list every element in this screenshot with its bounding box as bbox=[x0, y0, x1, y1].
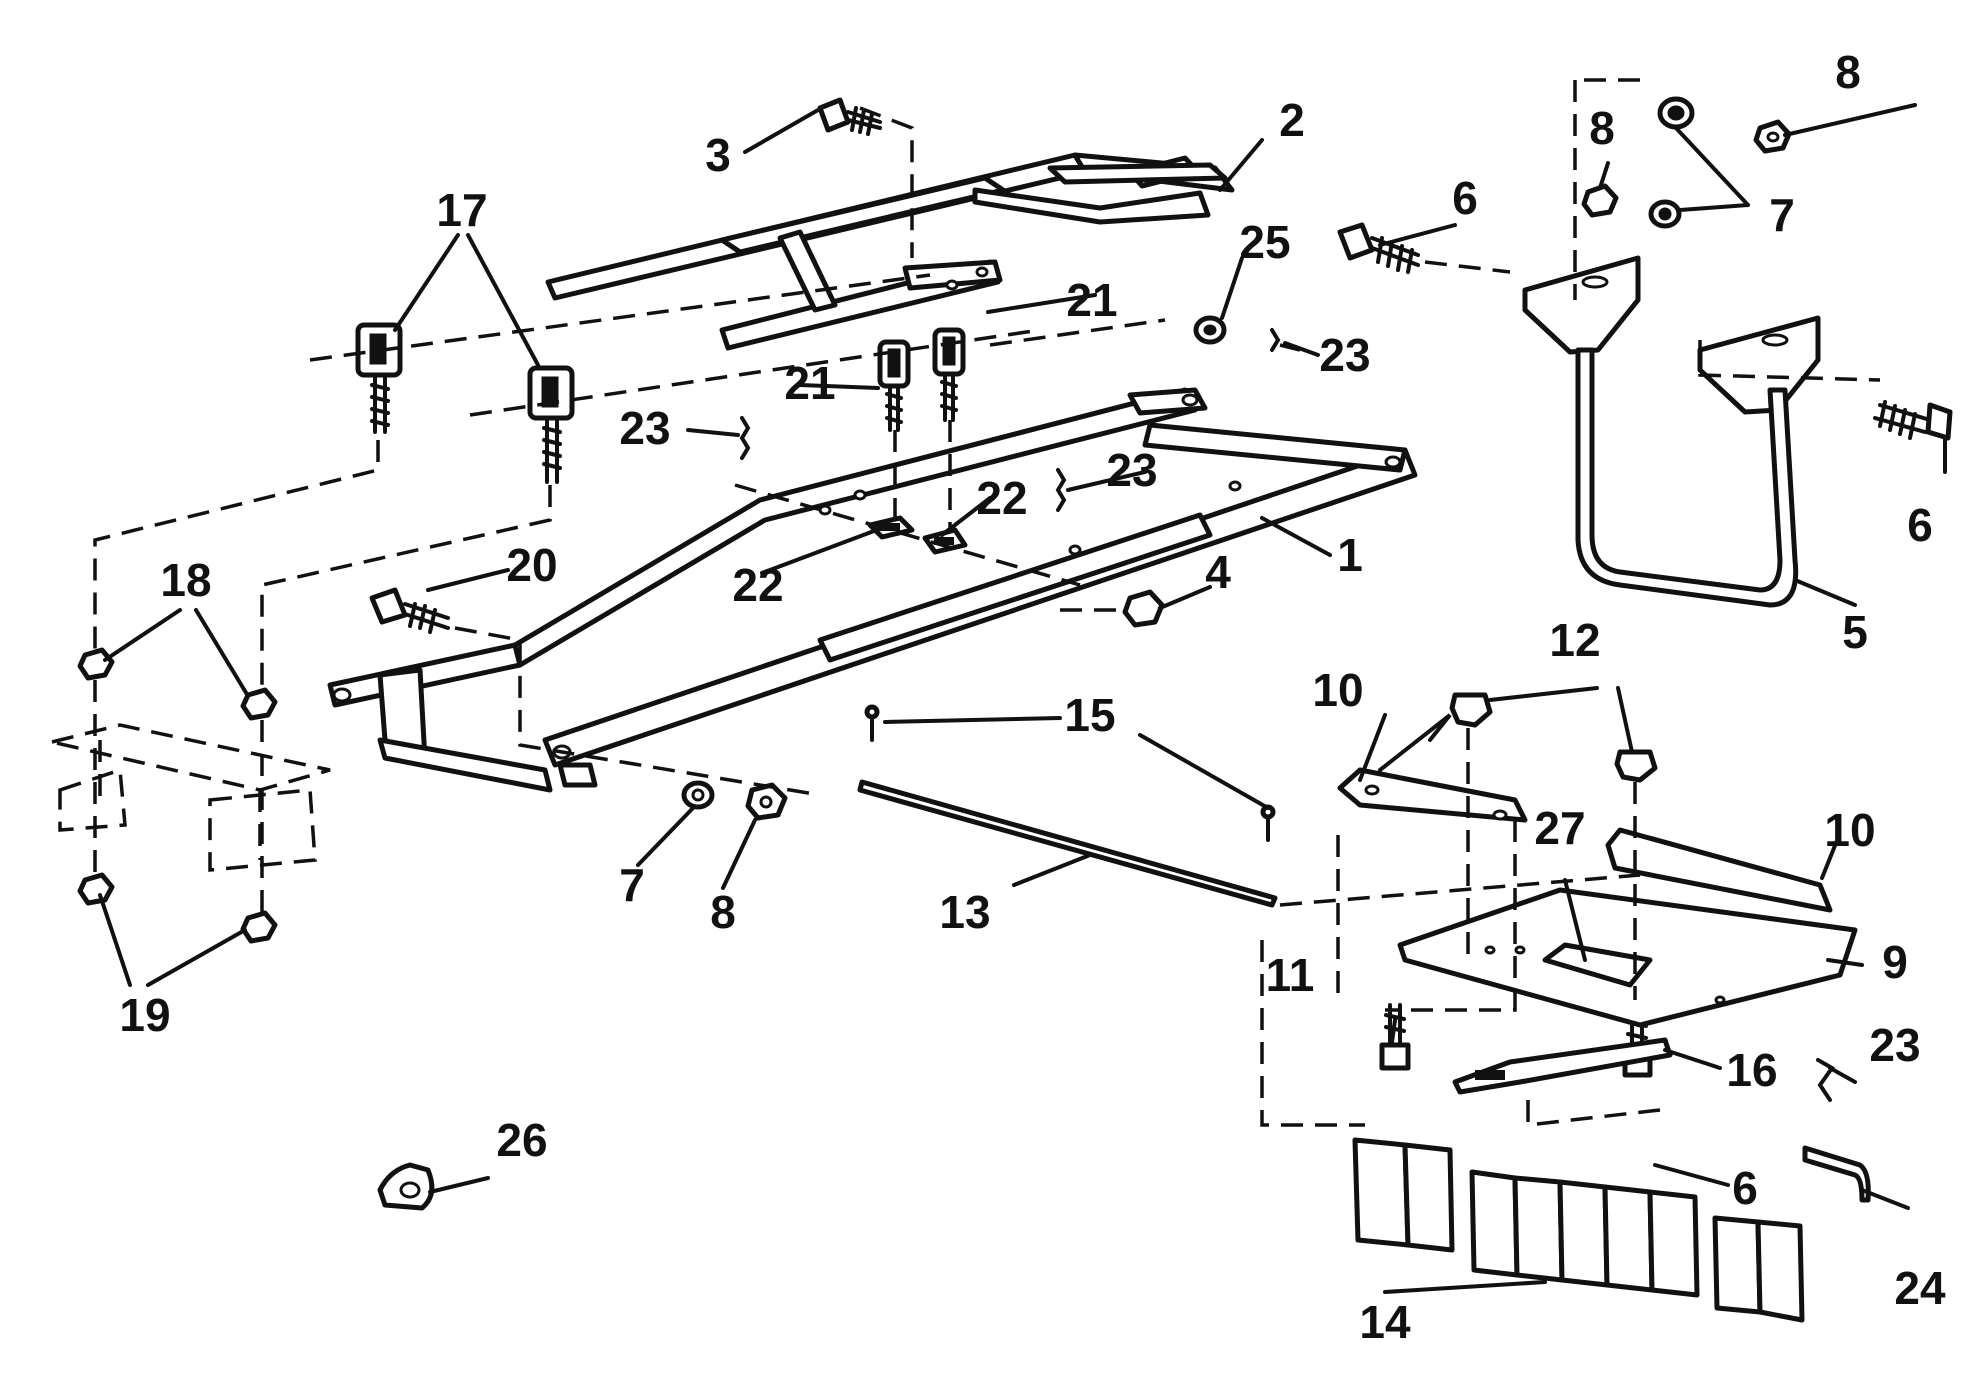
assembly-dashed-lines bbox=[93, 78, 1881, 1127]
washer-26 bbox=[377, 1162, 435, 1211]
rod-24 bbox=[1802, 1145, 1871, 1203]
rod-13 bbox=[857, 704, 1278, 908]
bolt-6-upper bbox=[1337, 222, 1420, 274]
callout-27: 27 bbox=[1534, 802, 1585, 854]
nut-4 bbox=[1122, 589, 1165, 628]
leader-lines bbox=[98, 103, 1947, 1294]
bolt-11 bbox=[1379, 1003, 1411, 1071]
callout-11: 11 bbox=[1266, 949, 1315, 1001]
bolt-3 bbox=[817, 97, 882, 136]
callout-8c: 8 bbox=[710, 886, 736, 938]
main-frame bbox=[327, 387, 1418, 793]
callout-6b: 6 bbox=[1907, 499, 1933, 551]
bolt-6-right bbox=[1873, 400, 1953, 441]
callout-13: 13 bbox=[939, 886, 990, 938]
callout-3: 3 bbox=[705, 129, 731, 181]
u-bracket-5 bbox=[1522, 255, 1821, 608]
callout-8b: 8 bbox=[1589, 102, 1615, 154]
callout-23b: 23 bbox=[619, 402, 670, 454]
bolt-20 bbox=[369, 587, 450, 634]
callout-25: 25 bbox=[1239, 216, 1290, 268]
callout-24: 24 bbox=[1894, 1262, 1946, 1314]
callout-5: 5 bbox=[1842, 606, 1868, 658]
callout-20: 20 bbox=[506, 539, 557, 591]
flaps-14 bbox=[1352, 1137, 1805, 1323]
callout-7a: 7 bbox=[1769, 189, 1795, 241]
callout-6c: 6 bbox=[1732, 1162, 1758, 1214]
upper-frame bbox=[545, 152, 1235, 351]
clevis-21 bbox=[877, 327, 966, 432]
washer-7-lower bbox=[681, 780, 715, 810]
callout-26: 26 bbox=[496, 1114, 547, 1166]
callout-22b: 22 bbox=[732, 559, 783, 611]
callout-12: 12 bbox=[1549, 614, 1600, 666]
washer-7-upper bbox=[1648, 96, 1695, 229]
callout-1: 1 bbox=[1337, 529, 1363, 581]
callout-21b: 21 bbox=[784, 357, 835, 409]
callout-15: 15 bbox=[1064, 689, 1115, 741]
callout-10a: 10 bbox=[1312, 664, 1363, 716]
hairpin-23 bbox=[739, 328, 1835, 1102]
callout-8a: 8 bbox=[1835, 46, 1861, 98]
callout-21a: 21 bbox=[1066, 274, 1117, 326]
callout-19: 19 bbox=[119, 989, 170, 1041]
nut-19 bbox=[77, 872, 278, 944]
callout-18: 18 bbox=[160, 554, 211, 606]
bracket-10 bbox=[1337, 767, 1833, 913]
callout-9: 9 bbox=[1882, 936, 1908, 988]
washer-25 bbox=[1193, 315, 1227, 345]
mount-bracket-left bbox=[51, 723, 331, 872]
callout-10b: 10 bbox=[1824, 804, 1875, 856]
nut-8-upper bbox=[1581, 119, 1792, 218]
callout-23c: 23 bbox=[1106, 444, 1157, 496]
callout-23a: 23 bbox=[1319, 329, 1370, 381]
nut-18 bbox=[77, 647, 278, 721]
callout-14: 14 bbox=[1359, 1296, 1411, 1348]
callout-7b: 7 bbox=[619, 859, 645, 911]
callout-4: 4 bbox=[1205, 546, 1231, 598]
plate-16 bbox=[1452, 1037, 1673, 1095]
nut-8-lower bbox=[745, 782, 788, 821]
nut-12 bbox=[1449, 692, 1658, 783]
callout-labels: 1 2 3 4 5 6 6 6 7 7 8 8 8 9 10 10 11 12 … bbox=[119, 46, 1946, 1348]
callout-6a: 6 bbox=[1452, 172, 1478, 224]
callout-2: 2 bbox=[1279, 94, 1305, 146]
callout-22a: 22 bbox=[976, 472, 1027, 524]
callout-17: 17 bbox=[436, 184, 487, 236]
callout-23d: 23 bbox=[1869, 1019, 1920, 1071]
callout-16: 16 bbox=[1726, 1044, 1777, 1096]
